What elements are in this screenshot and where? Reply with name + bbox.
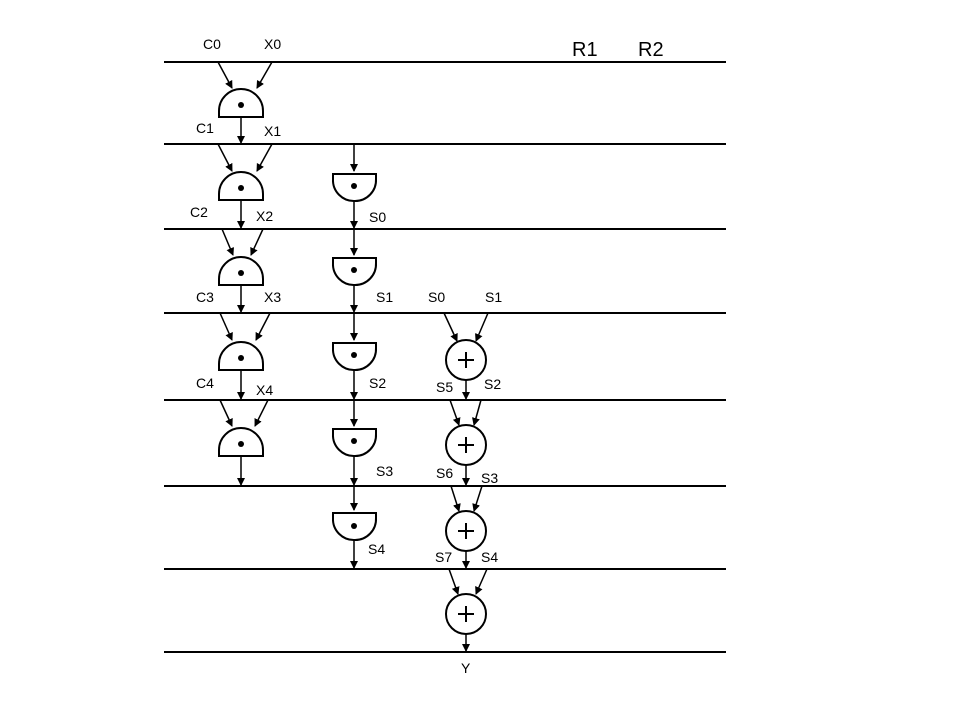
- multiply-dot-icon: [351, 438, 357, 444]
- label-x0: X0: [264, 36, 281, 52]
- plus-icon: [458, 523, 474, 539]
- label-c2: C2: [190, 204, 208, 220]
- register-lines: [164, 61, 726, 653]
- label-adder1-in-b: S1: [485, 289, 502, 305]
- label-s4-out: S4: [368, 541, 385, 557]
- label-adder3-out: S7: [435, 549, 452, 565]
- multiply-dot-icon: [351, 183, 357, 189]
- label-s0-out: S0: [369, 209, 386, 225]
- label-x2: X2: [256, 208, 273, 224]
- label-adder3-in-b: S3: [481, 470, 498, 486]
- label-adder4-in-b: S4: [481, 549, 498, 565]
- multiply-dot-icon: [351, 352, 357, 358]
- plus-icon: [458, 437, 474, 453]
- label-s1-out: S1: [376, 289, 393, 305]
- multiply-dot-icon: [238, 270, 244, 276]
- label-x4: X4: [256, 382, 273, 398]
- multiply-dot-icon: [238, 102, 244, 108]
- multiply-dot-icon: [238, 441, 244, 447]
- multiply-dot-icon: [238, 185, 244, 191]
- label-c4: C4: [196, 375, 214, 391]
- plus-icon: [458, 606, 474, 622]
- register-label-r2: R2: [638, 39, 664, 61]
- label-adder2-out: S6: [436, 465, 453, 481]
- plus-icon: [458, 352, 474, 368]
- multiply-dot-icon: [351, 267, 357, 273]
- register-label-r1: R1: [572, 39, 598, 61]
- label-adder2-in-b: S2: [484, 376, 501, 392]
- label-x1: X1: [264, 123, 281, 139]
- multiply-dot-icon: [238, 355, 244, 361]
- label-adder1-in-a: S0: [428, 289, 445, 305]
- label-x3: X3: [264, 289, 281, 305]
- adder-column: [443, 312, 489, 652]
- multiplier-column-1: [217, 61, 273, 486]
- label-c0: C0: [203, 36, 221, 52]
- label-s2-out: S2: [369, 375, 386, 391]
- multiplier-column-2: [331, 144, 378, 569]
- label-output-y: Y: [461, 660, 471, 676]
- multiply-dot-icon: [351, 523, 357, 529]
- label-adder1-out: S5: [436, 379, 453, 395]
- label-s3-out: S3: [376, 463, 393, 479]
- label-c3: C3: [196, 289, 214, 305]
- label-c1: C1: [196, 120, 214, 136]
